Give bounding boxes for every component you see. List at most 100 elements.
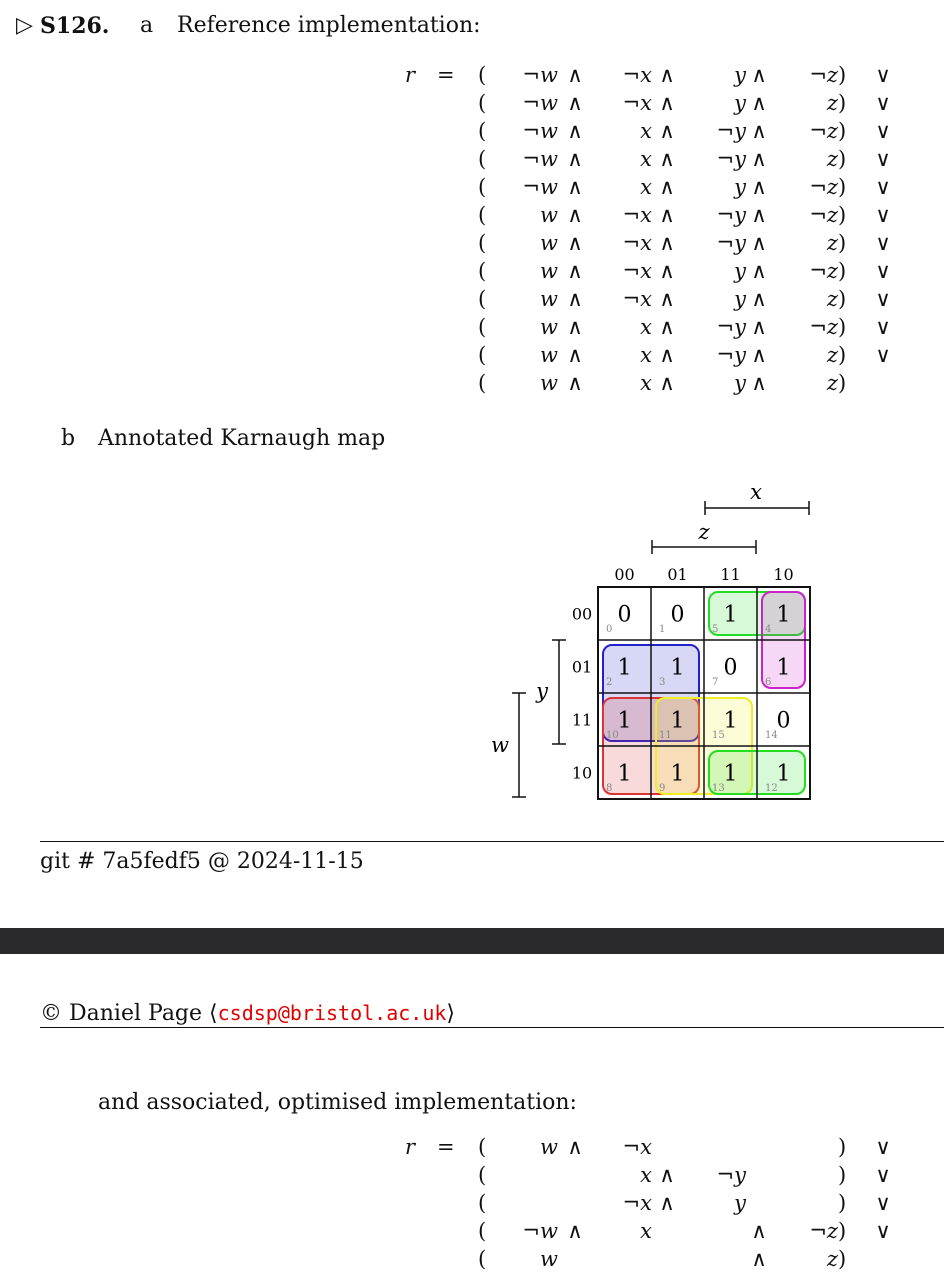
opt-literal: w xyxy=(540,1135,558,1159)
ref-and: ∧ xyxy=(751,371,767,395)
x-bracket: x xyxy=(704,480,810,515)
ref-rparen: ) xyxy=(838,259,847,283)
ref-and: ∧ xyxy=(659,287,675,311)
kmap-cell-index: 8 xyxy=(606,783,612,794)
opt-rparen: ) xyxy=(838,1163,847,1187)
ref-and: ∧ xyxy=(659,119,675,143)
part-b-text: Annotated Karnaugh map xyxy=(98,426,386,451)
ref-rparen: ) xyxy=(838,203,847,227)
ref-literal: ¬w xyxy=(522,63,558,87)
copyright-close: ⟩ xyxy=(446,1001,455,1026)
opt-or: ∨ xyxy=(875,1191,891,1215)
kmap-cell-value: 1 xyxy=(671,709,685,734)
opt-rparen: ) xyxy=(838,1247,847,1271)
kmap-var-w: w xyxy=(491,733,509,757)
ref-and: ∧ xyxy=(751,315,767,339)
ref-and: ∧ xyxy=(751,259,767,283)
copyright-line: © Daniel Page ⟨csdsp@bristol.ac.uk⟩ xyxy=(40,1000,455,1027)
kmap-var-y: y xyxy=(535,679,549,703)
ref-and: ∧ xyxy=(567,203,583,227)
opt-literal: z xyxy=(826,1247,838,1271)
problem-marker: ▷ xyxy=(16,13,33,38)
ref-or: ∨ xyxy=(875,147,891,171)
ref-literal: ¬w xyxy=(522,147,558,171)
ref-and: ∧ xyxy=(567,63,583,87)
ref-and: ∧ xyxy=(751,91,767,115)
ref-literal: w xyxy=(540,343,558,367)
kmap-col-header: 01 xyxy=(667,565,687,584)
ref-lparen: ( xyxy=(478,343,487,367)
ref-literal: w xyxy=(540,259,558,283)
page-separator xyxy=(0,928,944,954)
ref-literal: ¬z xyxy=(809,119,838,143)
opt-literal: ¬x xyxy=(622,1135,652,1159)
opt-or: ∨ xyxy=(875,1135,891,1159)
kmap-var-z: z xyxy=(697,520,710,544)
ref-lparen: ( xyxy=(478,63,487,87)
opt-lparen: ( xyxy=(478,1135,487,1159)
ref-lparen: ( xyxy=(478,287,487,311)
ref-literal: x xyxy=(640,343,652,367)
ref-equals: = xyxy=(437,63,455,87)
z-bracket: z xyxy=(651,520,757,554)
kmap-cell-index: 4 xyxy=(765,624,771,635)
opt-lparen: ( xyxy=(478,1219,487,1243)
kmap-row-header: 00 xyxy=(572,605,592,624)
ref-lparen: ( xyxy=(478,203,487,227)
opt-rparen: ) xyxy=(838,1191,847,1215)
opt-and: ∧ xyxy=(751,1219,767,1243)
ref-literal: ¬y xyxy=(716,119,746,143)
ref-and: ∧ xyxy=(659,343,675,367)
kmap-cell-value: 1 xyxy=(724,762,738,787)
problem-number: S126. xyxy=(40,13,110,39)
ref-and: ∧ xyxy=(567,343,583,367)
kmap-cell-index: 9 xyxy=(659,783,665,794)
ref-and: ∧ xyxy=(659,315,675,339)
ref-literal: w xyxy=(540,231,558,255)
ref-lparen: ( xyxy=(478,147,487,171)
ref-rparen: ) xyxy=(838,63,847,87)
ref-and: ∧ xyxy=(751,63,767,87)
opt-literal: x xyxy=(640,1219,652,1243)
ref-lparen: ( xyxy=(478,259,487,283)
ref-lparen: ( xyxy=(478,371,487,395)
opt-and: ∧ xyxy=(659,1191,675,1215)
ref-literal: z xyxy=(826,371,838,395)
kmap-cell-value: 0 xyxy=(724,656,738,681)
kmap-cell-index: 12 xyxy=(765,783,778,794)
ref-literal: ¬z xyxy=(809,63,838,87)
kmap-cell-index: 13 xyxy=(712,783,725,794)
ref-and: ∧ xyxy=(567,231,583,255)
ref-or: ∨ xyxy=(875,91,891,115)
ref-and: ∧ xyxy=(751,231,767,255)
ref-rparen: ) xyxy=(838,343,847,367)
ref-literal: y xyxy=(734,371,746,395)
ref-literal: ¬y xyxy=(716,203,746,227)
ref-literal: z xyxy=(826,91,838,115)
opt-and: ∧ xyxy=(567,1219,583,1243)
author-email[interactable]: csdsp@bristol.ac.uk xyxy=(217,1001,447,1025)
ref-literal: ¬x xyxy=(622,203,652,227)
ref-and: ∧ xyxy=(567,175,583,199)
ref-and: ∧ xyxy=(659,63,675,87)
ref-rparen: ) xyxy=(838,315,847,339)
ref-literal: ¬z xyxy=(809,203,838,227)
kmap-cell-value: 1 xyxy=(724,603,738,628)
git-revision: git # 7a5fedf5 @ 2024-11-15 xyxy=(40,849,364,874)
ref-and: ∧ xyxy=(751,343,767,367)
opt-and: ∧ xyxy=(567,1135,583,1159)
ref-and: ∧ xyxy=(659,147,675,171)
ref-and: ∧ xyxy=(567,315,583,339)
ref-literal: z xyxy=(826,231,838,255)
kmap-row-header: 01 xyxy=(572,658,592,677)
optimised-intro: and associated, optimised implementation… xyxy=(98,1090,577,1115)
ref-and: ∧ xyxy=(567,287,583,311)
opt-literal: ¬w xyxy=(522,1219,558,1243)
opt-lparen: ( xyxy=(478,1191,487,1215)
ref-literal: ¬y xyxy=(716,147,746,171)
opt-equals: = xyxy=(437,1135,455,1159)
ref-and: ∧ xyxy=(567,119,583,143)
ref-and: ∧ xyxy=(659,231,675,255)
